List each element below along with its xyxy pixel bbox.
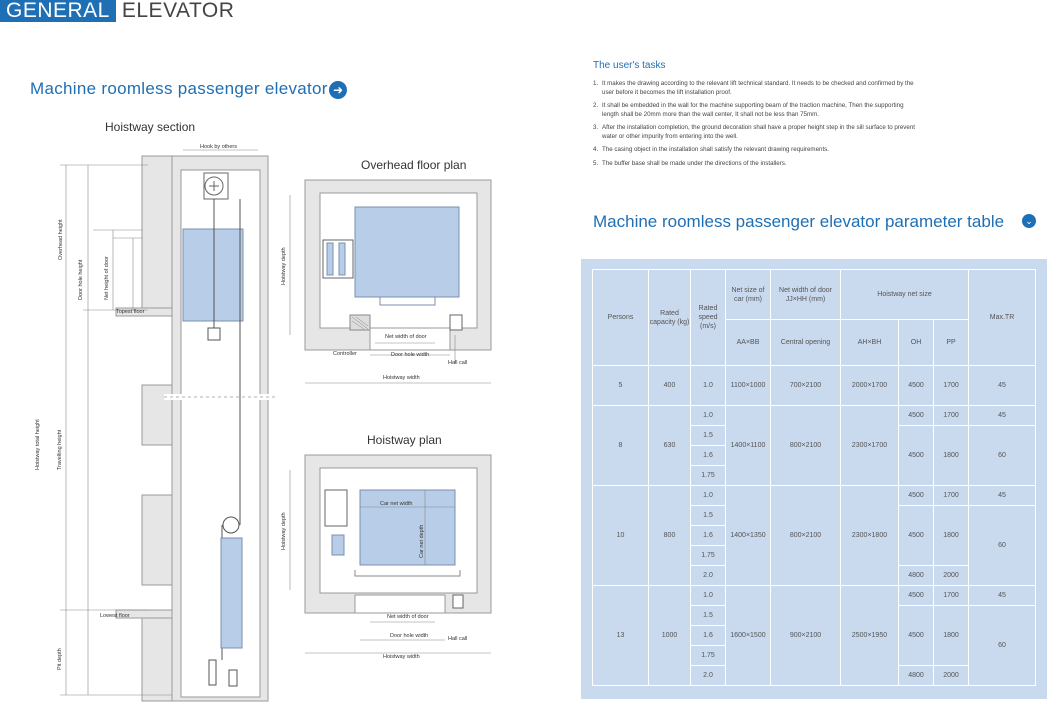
oh-hall-call-label: Hall call	[448, 360, 467, 366]
hoistway-section-drawing: Hook by others Topest floor Lowest floor…	[35, 144, 278, 702]
hoistway-section-title: Hoistway section	[105, 120, 196, 134]
header-general: GENERAL	[0, 0, 116, 22]
tasks-title: The user's tasks	[593, 60, 666, 71]
table-row: 13 1000 1.0 1600×1500 900×2100 2500×1950…	[592, 585, 1037, 686]
th-rated-speed: Rated speed (m/s)	[690, 269, 726, 366]
overhead-floor-plan-drawing: Hoistway depth Net width of door Control…	[281, 179, 492, 384]
travelling-height-label: Travelling height	[57, 429, 63, 470]
hoistway-total-height-label: Hoistway total height	[35, 419, 41, 470]
lowest-floor-label: Lowest floor	[100, 613, 130, 619]
oh-controller-label: Controller	[333, 351, 357, 357]
table-row: 5 400 1.0 1100×1000 700×2100 2000×1700 4…	[592, 365, 1037, 406]
th-net-width-door: Net width of door JJ×HH (mm)	[770, 269, 841, 320]
header-elevator: ELEVATOR	[121, 0, 235, 22]
table-row: 2.0 4800 2000	[593, 665, 1036, 686]
th-pp: PP	[932, 319, 970, 366]
plan-car-net-width-label: Car net width	[380, 501, 412, 507]
th-ahxbh: AH×BH	[840, 319, 899, 366]
th-max-tr: Max.TR	[968, 269, 1037, 366]
door-hole-height-label: Door hole height	[78, 259, 84, 300]
plan-door-hole-width-label: Door hole width	[390, 633, 428, 639]
section-title: Machine roomless passenger elevator	[30, 79, 328, 98]
th-aaxbb: AA×BB	[725, 319, 771, 366]
task-item: 3.After the installation completion, the…	[593, 124, 916, 140]
arrow-right-icon[interactable]: ➜	[329, 81, 347, 99]
page-header: GENERAL ELEVATOR	[0, 0, 234, 22]
hook-label: Hook by others	[200, 144, 237, 150]
plan-hoistway-width-label: Hoistway width	[383, 654, 420, 660]
task-item: 1.It makes the drawing according to the …	[593, 80, 914, 96]
th-hoistway-net-size: Hoistway net size	[839, 269, 970, 320]
th-rated-capacity: Rated capacity (kg)	[648, 269, 691, 366]
plan-net-width-door-label: Net width of door	[387, 614, 429, 620]
pit-depth-label: Pit depth	[57, 648, 63, 670]
task-item: 2.It shall be embedded in the wall for t…	[593, 102, 904, 118]
tasks-list: 1.It makes the drawing according to the …	[593, 80, 921, 173]
hoistway-plan-drawing: Car net width Car net depth Hoistway dep…	[281, 454, 492, 660]
th-oh: OH	[898, 319, 934, 366]
table-row: 1.5 4500 1800 60	[593, 425, 1037, 486]
oh-hoistway-depth-label: Hoistway depth	[281, 247, 287, 285]
oh-net-width-door-label: Net width of door	[385, 334, 427, 340]
th-central-opening: Central opening	[770, 319, 841, 366]
table-row: 1.75	[593, 465, 1036, 486]
th-net-size-car: Net size of car (mm)	[725, 269, 771, 320]
param-table-title: Machine roomless passenger elevator para…	[593, 212, 1005, 231]
param-table: Persons Rated capacity (kg) Rated speed …	[592, 269, 1037, 686]
hoistway-plan-title: Hoistway plan	[367, 433, 442, 447]
overhead-height-label: Overhead height	[58, 219, 64, 260]
overhead-floor-plan-title: Overhead floor plan	[361, 158, 467, 172]
plan-car-net-depth-label: Car net depth	[419, 525, 425, 558]
topest-floor-label: Topest floor	[116, 309, 145, 315]
th-persons: Persons	[592, 269, 649, 366]
oh-door-hole-width-label: Door hole width	[391, 352, 429, 358]
plan-hall-call-label: Hall call	[448, 636, 467, 642]
plan-hoistway-depth-label: Hoistway depth	[281, 512, 287, 550]
table-row: 8 630 1.0 1400×1100 800×2100 2300×1700 4…	[592, 405, 1037, 486]
task-item: 5.The buffer base shall be made under th…	[593, 159, 787, 167]
task-item: 4.The casing object in the installation …	[593, 146, 829, 153]
oh-hoistway-width-label: Hoistway width	[383, 375, 420, 381]
net-height-door-label: Net height of door	[104, 256, 110, 300]
chevron-down-icon[interactable]: ⌄	[1022, 214, 1036, 228]
table-row: 10 800 1.0 1400×1350 800×2100 2300×1800 …	[592, 485, 1037, 586]
